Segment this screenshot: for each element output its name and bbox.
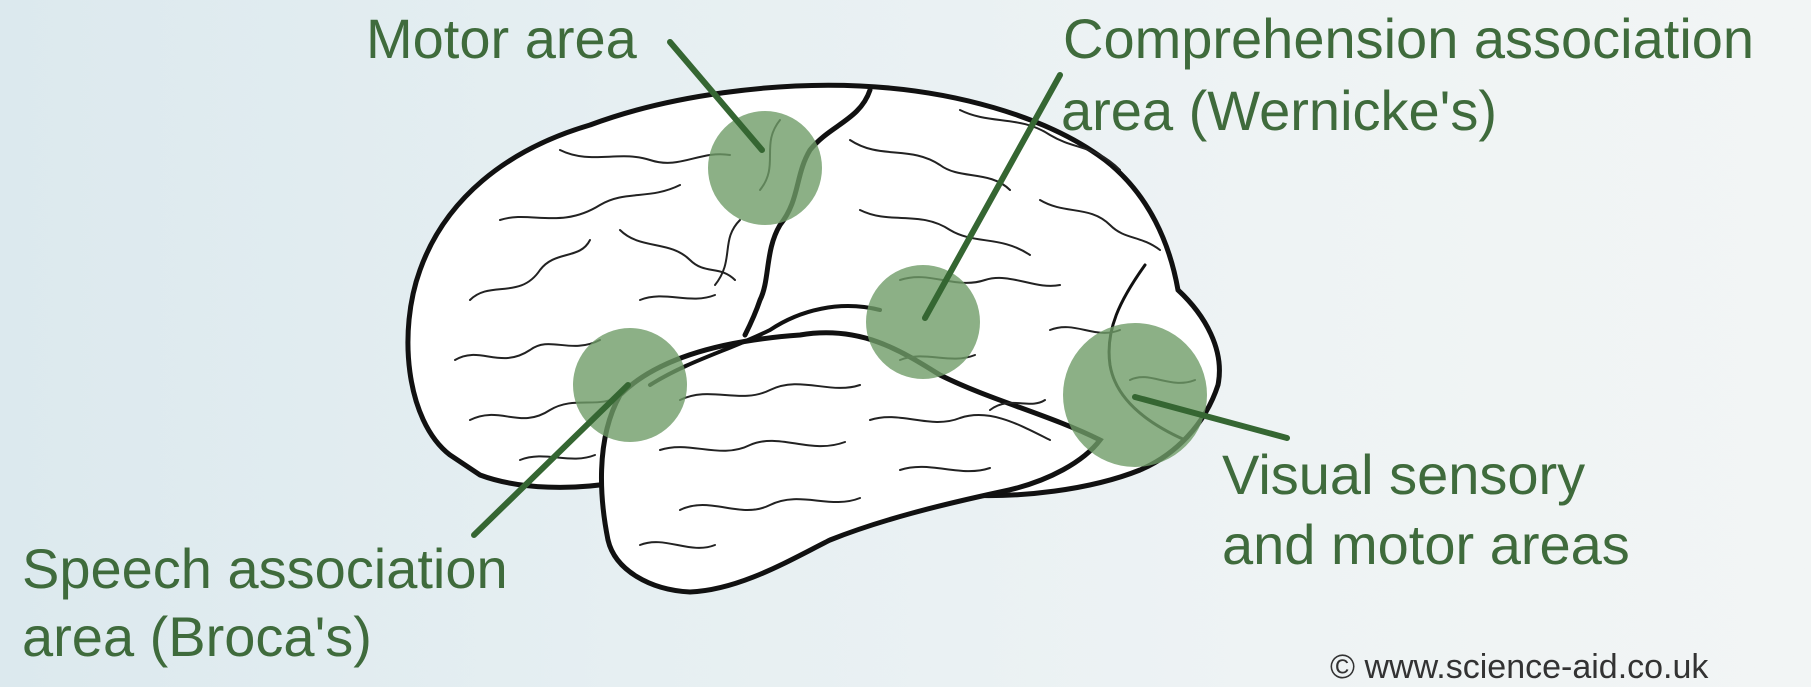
speech-area-label-line2: area (Broca's) bbox=[22, 604, 372, 670]
copyright-credit: © www.science-aid.co.uk bbox=[1330, 648, 1708, 687]
motor-area-spot bbox=[708, 111, 822, 225]
speech-area-label-line1: Speech association bbox=[22, 536, 508, 602]
motor-area-label: Motor area bbox=[366, 6, 637, 72]
brain-diagram: Motor area Comprehension association are… bbox=[0, 0, 1811, 671]
comprehension-area-label-line2: area (Wernicke's) bbox=[1061, 78, 1497, 144]
wernicke-area-spot bbox=[866, 265, 980, 379]
visual-area-label-line2: and motor areas bbox=[1222, 512, 1630, 578]
visual-area-label-line1: Visual sensory bbox=[1222, 442, 1585, 508]
comprehension-area-label-line1: Comprehension association bbox=[1063, 6, 1754, 72]
